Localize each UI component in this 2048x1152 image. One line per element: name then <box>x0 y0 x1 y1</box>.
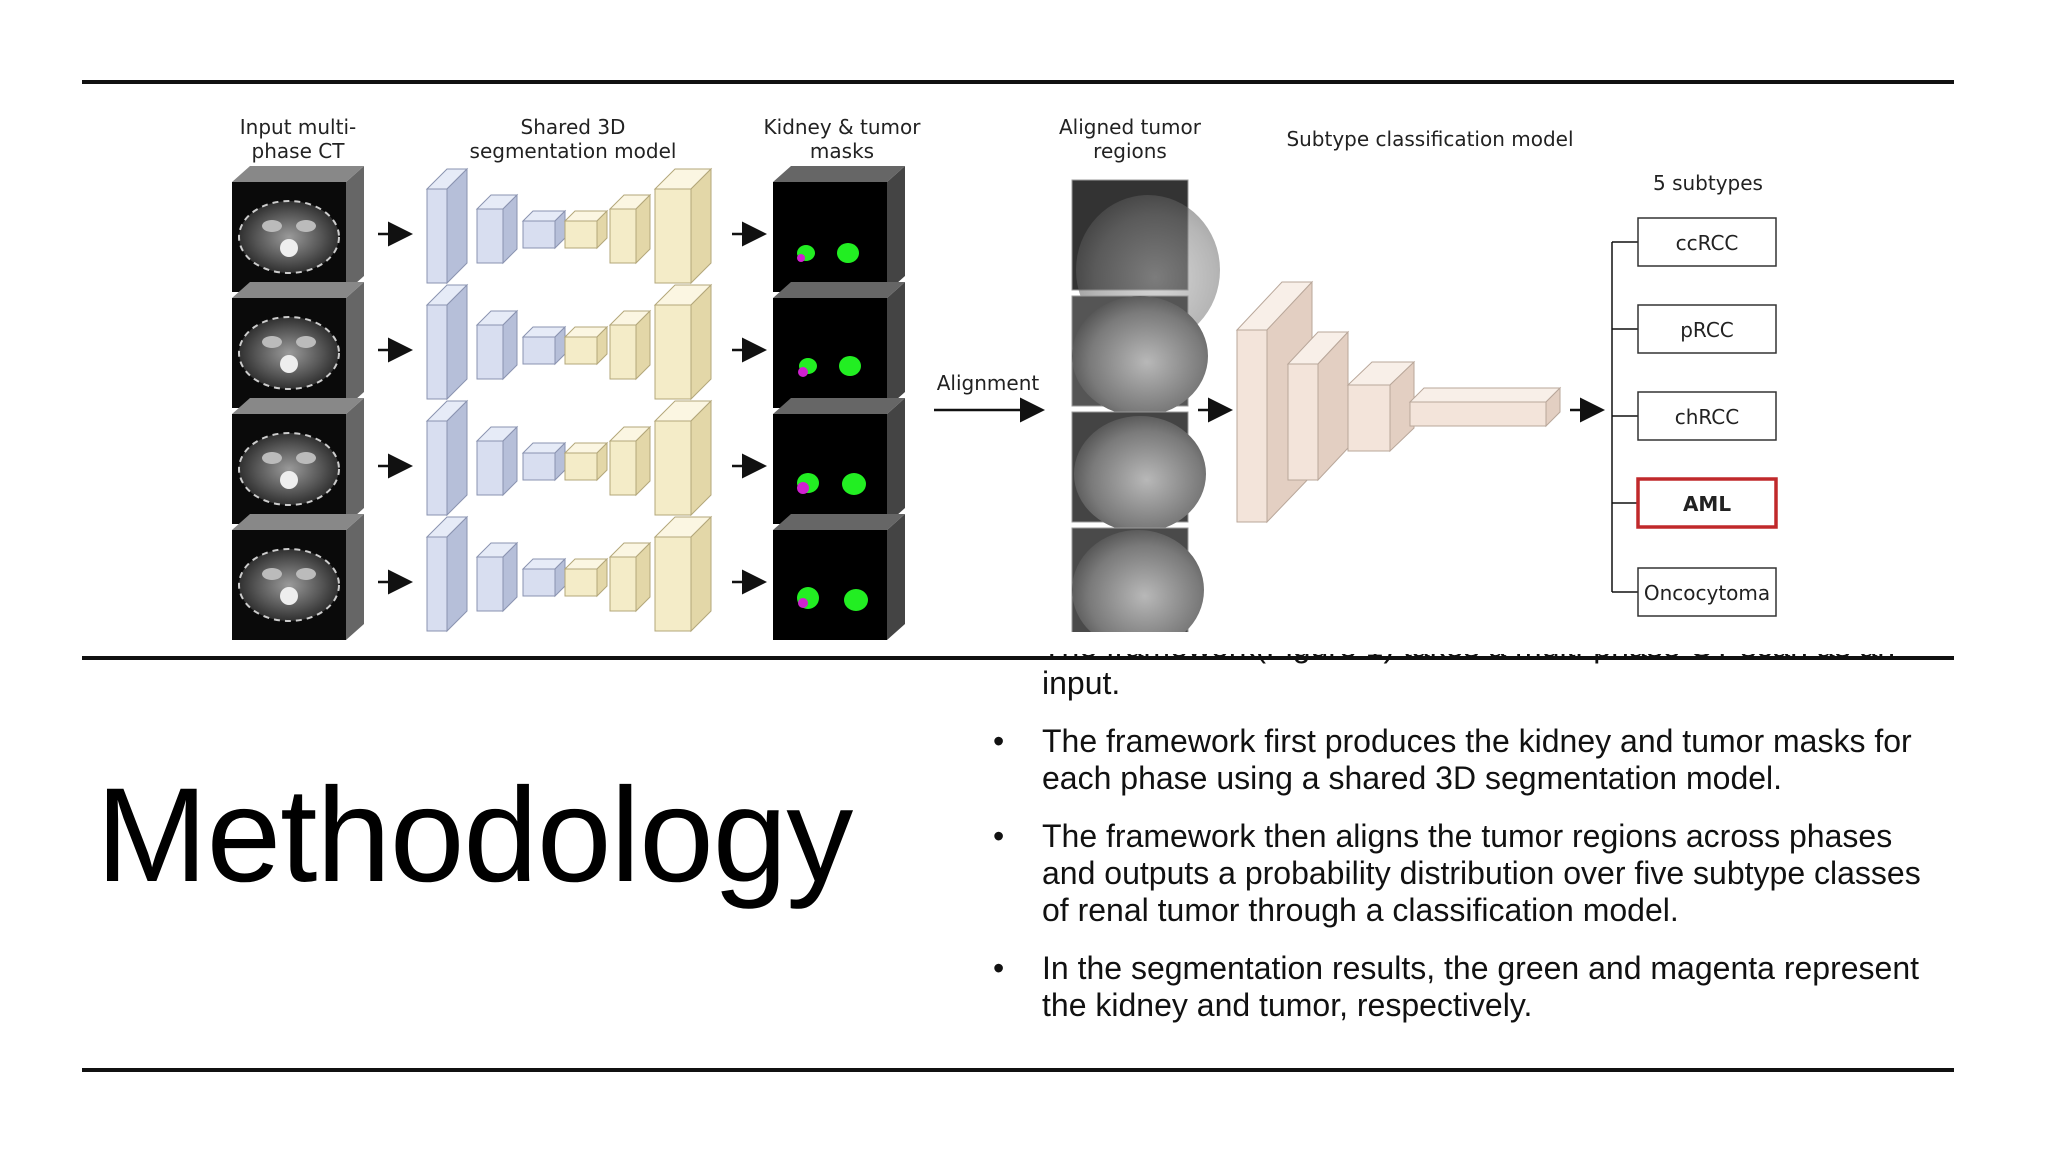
aligned-label-1: Aligned tumor <box>1059 115 1202 139</box>
mask-phase-2 <box>773 282 905 408</box>
subtype-label-chrcc: chRCC <box>1675 405 1740 429</box>
segmentation-network-1 <box>425 167 713 285</box>
subtype-box-oncocytoma <box>1637 567 1777 617</box>
masks-label-1: Kidney & tumor <box>764 115 922 139</box>
segmentation-network-2 <box>425 283 713 401</box>
text-overlap-mask <box>1000 632 1960 654</box>
alignment-label: Alignment <box>937 371 1040 395</box>
segmentation-network-4 <box>425 515 713 633</box>
bottom-rule <box>82 1068 1954 1072</box>
bullet-item: • In the segmentation results, the green… <box>993 950 1922 1024</box>
ct-scan-phase-2 <box>232 282 364 408</box>
middle-rule <box>82 656 1954 660</box>
bullet-text: In the segmentation results, the green a… <box>1042 950 1919 1023</box>
input-ct-label-1: Input multi- <box>240 115 356 139</box>
subtype-box-prcc <box>1637 304 1777 354</box>
slide-title: Methodology <box>96 761 853 910</box>
subtype-box-chrcc <box>1637 391 1777 441</box>
classifier-label: Subtype classification model <box>1286 127 1573 151</box>
bullet-item: • The framework then aligns the tumor re… <box>993 818 1922 929</box>
seg-model-label-2: segmentation model <box>470 139 677 163</box>
ct-scan-phase-3 <box>232 398 364 524</box>
segmentation-network-3 <box>425 399 713 517</box>
bullet-marker: • <box>993 723 1005 759</box>
methodology-diagram: Input multi- phase CT Shared 3D segmenta… <box>232 115 1778 650</box>
aligned-label-2: regions <box>1093 139 1167 163</box>
top-rule <box>82 80 1954 84</box>
subtype-label-oncocytoma: Oncocytoma <box>1644 581 1770 605</box>
mask-phase-3 <box>773 398 905 524</box>
seg-model-label-1: Shared 3D <box>521 115 626 139</box>
subtype-label-aml: AML <box>1683 492 1731 516</box>
subtype-label-prcc: pRCC <box>1680 318 1734 342</box>
ct-scan-phase-1 <box>232 166 364 292</box>
bullet-marker: • <box>993 818 1005 854</box>
bullet-item: • The framework first produces the kidne… <box>993 723 1922 797</box>
bullet-marker: • <box>993 950 1005 986</box>
subtype-tree <box>1611 241 1638 593</box>
bullet-text: The framework then aligns the tumor regi… <box>1042 818 1921 928</box>
aligned-tumor-crops <box>1071 179 1220 650</box>
ct-scan-phase-4 <box>232 514 364 640</box>
classification-network <box>1235 280 1562 524</box>
subtype-box-aml-highlighted <box>1636 477 1778 529</box>
bullet-list: • The framework(Figure 1) takes a multi-… <box>993 628 1922 1045</box>
mask-phase-4 <box>773 514 905 640</box>
bullet-text: The framework first produces the kidney … <box>1042 723 1912 796</box>
mask-phase-1 <box>773 166 905 292</box>
input-ct-label-2: phase CT <box>252 139 346 163</box>
subtype-label-ccrcc: ccRCC <box>1676 231 1739 255</box>
masks-label-2: masks <box>810 139 874 163</box>
subtypes-header: 5 subtypes <box>1653 171 1763 195</box>
subtype-box-ccrcc <box>1637 217 1777 267</box>
